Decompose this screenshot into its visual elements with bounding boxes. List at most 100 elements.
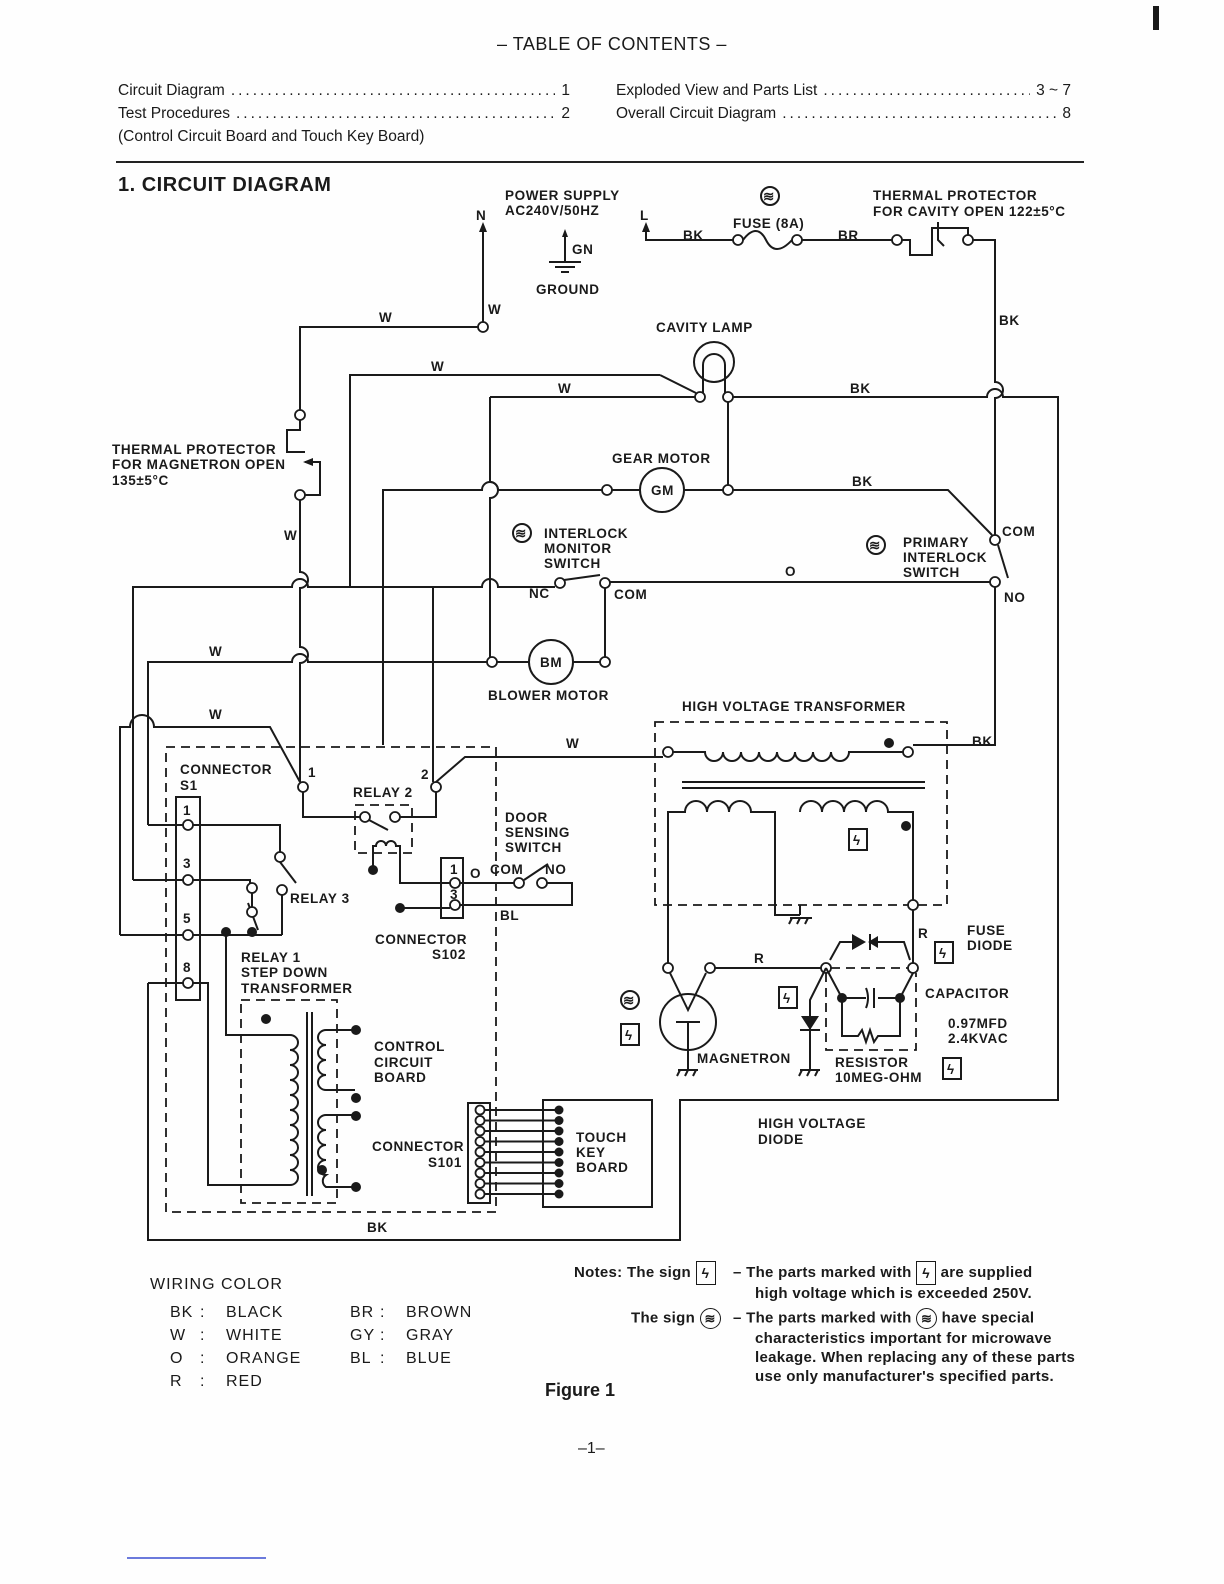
hv-glyph: ϟ	[853, 833, 861, 848]
toc-entry-label: Overall Circuit Diagram	[616, 105, 777, 122]
terminal	[536, 877, 548, 889]
no-label: NO	[1004, 590, 1025, 605]
wire-label: W	[488, 302, 501, 317]
wire	[610, 581, 996, 746]
s101-junction	[554, 1126, 564, 1136]
primary-interlock-label: PRIMARY	[903, 535, 969, 550]
com-terminal	[989, 534, 1001, 546]
hv-diode-label: HIGH VOLTAGE	[758, 1116, 866, 1131]
microwave-glyph: ≋	[515, 526, 527, 541]
com-terminal	[599, 577, 611, 589]
thermal-magnetron-rating: 135±5°C	[112, 473, 169, 488]
pin-label: 8	[183, 960, 191, 975]
step-down-transformer-icon	[208, 1012, 361, 1196]
touch-key-board-label: TOUCH	[576, 1130, 627, 1145]
note-high-voltage: Notes: The sign ϟ	[574, 1261, 716, 1285]
hv-diode-icon	[798, 967, 827, 1077]
hv-glyph: ϟ	[783, 991, 791, 1006]
junction	[221, 927, 231, 937]
s101-pin	[474, 1188, 486, 1200]
power-supply-label: POWER SUPPLY	[505, 188, 620, 203]
resistor-value: 10MEG-OHM	[835, 1070, 922, 1085]
thermal-magnetron-label-2: FOR MAGNETRON OPEN	[112, 457, 286, 472]
wire-label: W	[431, 359, 444, 374]
wiring-color-item: BK:BLACK	[170, 1304, 283, 1322]
high-voltage-icon: ϟ	[695, 1261, 716, 1285]
wire-color-name: WHITE	[226, 1327, 283, 1344]
nc-terminal	[554, 577, 566, 589]
note-text: characteristics important for microwave	[755, 1330, 1052, 1347]
connector-s1-label: CONNECTOR	[180, 762, 272, 777]
separator: :	[380, 1327, 386, 1344]
hv-glyph: ϟ	[947, 1062, 955, 1077]
high-voltage-icon: ϟ	[934, 941, 954, 964]
note-microwave-text: – The parts marked with ≋ have special c…	[733, 1308, 1085, 1386]
toc-entry[interactable]: Exploded View and Parts List............…	[616, 82, 1071, 100]
pin-label: 3	[183, 856, 191, 871]
arrow-icon	[303, 458, 313, 466]
no-terminal	[989, 576, 1001, 588]
toc-title: – TABLE OF CONTENTS –	[497, 34, 727, 54]
wire-color-name: GRAY	[406, 1327, 455, 1344]
microwave-symbol-icon: ≋	[760, 186, 780, 206]
relay-2-label: RELAY 2	[353, 785, 413, 800]
thermal-cavity-rating: FOR CAVITY OPEN 122±5°C	[873, 204, 1066, 219]
microwave-leakage-symbols: ≋ ≋ ≋ ≋	[512, 186, 886, 1010]
high-voltage-icon: ϟ	[620, 1023, 640, 1046]
terminal	[246, 882, 258, 894]
toc-entry-page: 8	[1062, 105, 1071, 122]
s101-junction	[554, 1147, 564, 1157]
toc-entry[interactable]: Circuit Diagram.........................…	[118, 82, 570, 100]
wire-code: BK	[170, 1304, 194, 1321]
ground-label: GROUND	[536, 282, 600, 297]
com-label: COM	[1002, 524, 1035, 539]
note-microwave: The sign ≋	[631, 1308, 721, 1329]
wire-label: R	[918, 926, 928, 941]
wire-label: O	[785, 564, 796, 579]
note-high-voltage-text: – The parts marked with ϟ are supplied h…	[733, 1261, 1085, 1302]
figure-caption: Figure 1	[545, 1380, 616, 1400]
hv-transformer-label: HIGH VOLTAGE TRANSFORMER	[682, 699, 906, 714]
wire-w	[435, 756, 663, 783]
wire-code: R	[170, 1373, 183, 1390]
s101-pin	[474, 1146, 486, 1158]
s101-pin	[474, 1178, 486, 1189]
s102-pin-label: 3	[450, 887, 458, 902]
touch-key-board	[542, 1099, 653, 1208]
door-switch-label-3: SWITCH	[505, 840, 562, 855]
control-board-label-2: CIRCUIT	[374, 1055, 433, 1070]
wire-label: W	[209, 644, 222, 659]
s101-junction	[554, 1116, 564, 1125]
toc-entry[interactable]: Overall Circuit Diagram.................…	[616, 105, 1071, 123]
toc-leader: ........................................…	[823, 82, 1030, 99]
wire-bk	[733, 489, 993, 536]
relay-2-terminal-label: 1	[308, 765, 316, 780]
line-label: L	[640, 208, 649, 223]
connector-s1	[175, 796, 201, 1001]
connector-s101-label: CONNECTOR	[372, 1139, 464, 1154]
interlock-monitor-label: INTERLOCK	[544, 526, 628, 541]
terminal	[276, 884, 288, 896]
toc-entry-page: 3 ~ 7	[1036, 82, 1071, 99]
wiring-color-item: BL:BLUE	[350, 1350, 452, 1368]
wiring-color-title: WIRING COLOR	[150, 1276, 283, 1293]
wire-label: R	[754, 951, 764, 966]
toc-entry[interactable]: Test Procedures.........................…	[118, 105, 570, 123]
connector-s102-label: CONNECTOR	[375, 932, 467, 947]
hv-diode-label-2: DIODE	[758, 1132, 804, 1147]
touch-key-board-label-3: BOARD	[576, 1160, 629, 1175]
capacitor-box	[825, 967, 917, 1051]
microwave-symbol-icon: ≋	[866, 535, 886, 555]
wire-w	[147, 653, 487, 825]
relay-2-terminal-2	[430, 781, 442, 793]
microwave-symbol-icon: ≋	[699, 1308, 721, 1329]
note-text: – The parts marked with	[733, 1263, 912, 1281]
blower-motor-label: BLOWER MOTOR	[488, 688, 609, 703]
wire-label: BK	[850, 381, 871, 396]
high-voltage-icon: ϟ	[916, 1261, 937, 1285]
toc-entry-page: 1	[561, 82, 570, 99]
junction	[247, 927, 257, 937]
s101-pin	[474, 1125, 486, 1137]
cavity-lamp-label: CAVITY LAMP	[656, 320, 753, 335]
